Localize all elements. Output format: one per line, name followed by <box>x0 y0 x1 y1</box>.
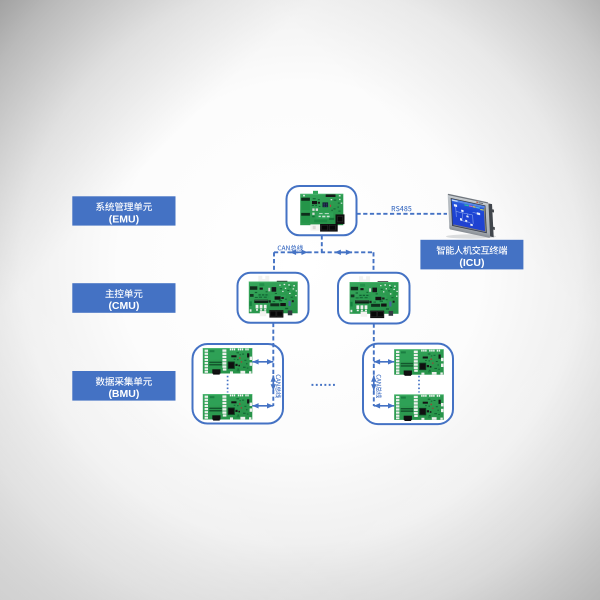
svg-text:(CMU): (CMU) <box>108 300 139 312</box>
svg-text:(BMU): (BMU) <box>108 388 139 400</box>
svg-text:(EMU): (EMU) <box>109 213 139 225</box>
svg-text:(ICU): (ICU) <box>459 257 484 269</box>
